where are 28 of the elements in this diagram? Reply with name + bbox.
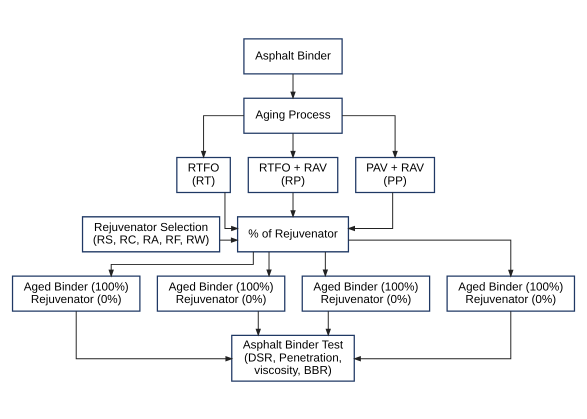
- arrow: [108, 250, 254, 277]
- arrow: [224, 192, 239, 231]
- node-box: PAV + RAV (PP): [355, 156, 436, 193]
- arrow: [348, 239, 514, 278]
- node-box: Aged Binder (100%) Rejuvenator (0%): [156, 274, 286, 312]
- node-box: Asphalt Binder Test (DSR, Penetration, viscosity, BBR): [231, 334, 355, 382]
- node-box: RTFO (RT): [176, 156, 231, 193]
- node-box: Aged Binder (100%) Rejuvenator (0%): [446, 274, 576, 312]
- node-box: % of Rejuvenator: [236, 216, 350, 252]
- arrow: [322, 251, 328, 277]
- arrow: [347, 192, 394, 231]
- node-box: Asphalt Binder: [243, 38, 343, 74]
- node-box: Aging Process: [243, 97, 343, 134]
- arrow: [342, 114, 398, 158]
- arrow: [353, 310, 512, 361]
- node-box: Rejuvenator Selection (RS, RC, RA, RF, RW): [82, 216, 220, 252]
- node-box: Aged Binder (100%) Rejuvenator (0%): [302, 274, 430, 312]
- arrow: [290, 192, 296, 218]
- arrow: [76, 310, 234, 361]
- arrow: [200, 114, 244, 158]
- arrow: [266, 251, 272, 277]
- arrow: [290, 132, 296, 158]
- arrow: [326, 310, 331, 336]
- node-box: RTFO + RAV (RP): [248, 156, 338, 193]
- node-box: Aged Binder (100%) Rejuvenator (0%): [12, 274, 141, 312]
- arrow: [290, 73, 296, 99]
- arrow: [219, 236, 239, 242]
- arrow: [256, 310, 261, 336]
